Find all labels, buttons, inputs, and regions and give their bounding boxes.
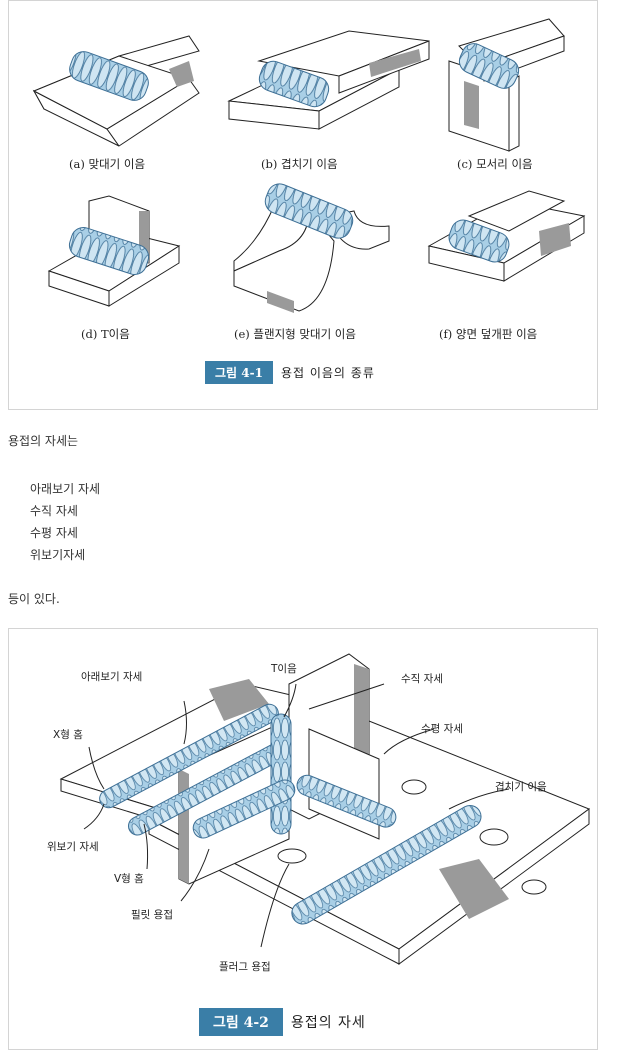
figure1-tag: 그림 4-1 — [205, 361, 273, 384]
figure2-caption: 용접의 자세 — [290, 1015, 366, 1031]
figure1-caption: 용접 이음의 종류 — [280, 366, 375, 380]
figure-joint-types: (a) 맞대기 이음 (b) 겹치기 이음 (c) 모서리 이음 (d) T이음… — [8, 0, 598, 410]
callout-overhead: 위보기 자세 — [47, 841, 99, 853]
callout-fillet: 필릿 용접 — [131, 909, 173, 921]
lap-weld-bead — [258, 60, 330, 108]
flange-weld-bead — [264, 183, 354, 239]
welding-positions-illustration — [59, 653, 591, 965]
figure1-title: 그림 4-1 용접 이음의 종류 — [205, 361, 375, 384]
figure-welding-positions: 아래보기 자세 T이음 수직 자세 X형 홈 수평 자세 겹치기 이음 위보기 … — [8, 628, 598, 1050]
position-list: 아래보기 자세 수직 자세 수평 자세 위보기자세 — [30, 478, 100, 566]
outro-text: 등이 있다. — [8, 592, 60, 606]
figure2-title: 그림 4-2 용접의 자세 — [199, 1008, 366, 1036]
t-weld-bead — [68, 226, 150, 276]
caption-flange-joint: (e) 플랜지형 맞대기 이음 — [234, 327, 356, 341]
leader-lines — [83, 683, 510, 948]
callout-vertical: 수직 자세 — [401, 673, 443, 685]
list-item: 위보기자세 — [30, 548, 86, 562]
lap-joint-drawing — [227, 30, 430, 130]
strap-weld-bead — [448, 219, 510, 263]
caption-butt-joint: (a) 맞대기 이음 — [69, 157, 146, 171]
butt-weld-bead — [69, 51, 149, 101]
callout-horizontal: 수평 자세 — [421, 723, 463, 735]
figure2-tag: 그림 4-2 — [199, 1008, 283, 1036]
callout-v-groove: V형 홈 — [114, 873, 144, 885]
caption-t-joint: (d) T이음 — [81, 327, 130, 341]
butt-joint-drawing — [32, 35, 200, 147]
caption-corner-joint: (c) 모서리 이음 — [457, 157, 533, 171]
corner-weld-bead — [458, 43, 520, 89]
callout-plug: 플러그 용접 — [219, 961, 271, 973]
callout-lap: 겹치기 이음 — [495, 781, 547, 793]
joint-types-illustration — [32, 18, 586, 313]
intro-text: 용접의 자세는 — [8, 434, 79, 448]
caption-strap-joint: (f) 양면 덮개판 이음 — [439, 327, 538, 341]
list-item: 수평 자세 — [30, 526, 78, 540]
callout-x-groove: X형 홈 — [53, 729, 83, 741]
callout-t-joint: T이음 — [271, 663, 297, 675]
list-item: 수직 자세 — [30, 504, 78, 518]
weld-beads — [99, 703, 482, 925]
caption-lap-joint: (b) 겹치기 이음 — [261, 157, 338, 171]
callout-flat: 아래보기 자세 — [81, 671, 143, 683]
list-item: 아래보기 자세 — [30, 482, 101, 496]
